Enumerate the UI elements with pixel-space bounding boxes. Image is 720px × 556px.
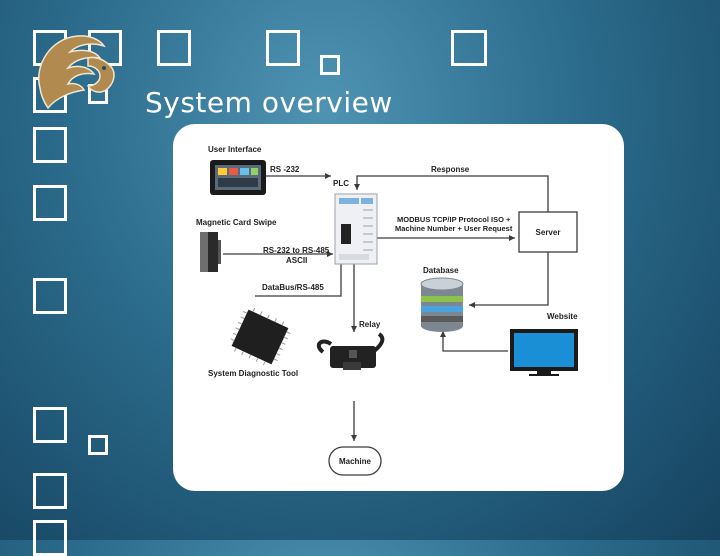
- system-diagram: User Interface RS -232 Response PLC: [196, 145, 578, 476]
- card-reader-icon: [200, 232, 221, 272]
- pegasus-logo-icon: [38, 35, 115, 110]
- slide-title: System overview: [145, 86, 393, 119]
- edge-diag-plc: [255, 264, 342, 297]
- node-label-database: Database: [423, 266, 459, 275]
- decor-square-icon: [157, 30, 191, 66]
- machine-node: [328, 446, 382, 476]
- edge-label-response: Response: [431, 165, 470, 174]
- edge-label-modbus-line2: Machine Number + User Request: [395, 224, 513, 233]
- node-label-relay: Relay: [359, 320, 381, 329]
- decor-square-icon: [451, 30, 487, 66]
- decor-square-icon: [320, 55, 340, 75]
- relay-device-icon: [316, 332, 385, 370]
- decor-square-icon: [33, 278, 67, 314]
- node-label-machine: Machine: [339, 457, 372, 466]
- edge-label-rs232: RS -232: [270, 165, 300, 174]
- decor-square-icon: [33, 520, 67, 556]
- touchscreen-icon: [210, 160, 266, 195]
- database-icon: [420, 277, 464, 332]
- decor-square-icon: [33, 407, 67, 443]
- decor-square-icon: [33, 473, 67, 509]
- decor-square-icon: [33, 185, 67, 221]
- edge-label-databus: DataBus/RS-485: [262, 283, 324, 292]
- edge-server-plc-response: [354, 175, 549, 212]
- decor-square-icon: [88, 435, 108, 455]
- node-label-server: Server: [536, 228, 561, 237]
- node-label-user-interface: User Interface: [208, 145, 262, 154]
- edge-label-rs485-line2: ASCII: [286, 256, 307, 265]
- microchip-icon: [230, 307, 291, 366]
- node-label-website: Website: [547, 312, 578, 321]
- node-label-plc: PLC: [333, 179, 349, 188]
- decor-square-icon: [33, 127, 67, 163]
- node-label-card-swipe: Magnetic Card Swipe: [196, 218, 277, 227]
- edge-website-database: [440, 331, 508, 352]
- decor-square-icon: [266, 30, 300, 66]
- server-node: [518, 211, 578, 253]
- monitor-icon: [510, 329, 578, 376]
- node-label-diag-tool: System Diagnostic Tool: [208, 369, 298, 378]
- diagram-panel: User Interface RS -232 Response PLC: [173, 124, 624, 491]
- plc-device-icon: [334, 193, 378, 265]
- edge-server-database: [469, 252, 549, 308]
- edge-label-rs485-line1: RS-232 to RS-485: [263, 246, 330, 255]
- edge-label-modbus-line1: MODBUS TCP/IP Protocol ISO +: [397, 215, 511, 224]
